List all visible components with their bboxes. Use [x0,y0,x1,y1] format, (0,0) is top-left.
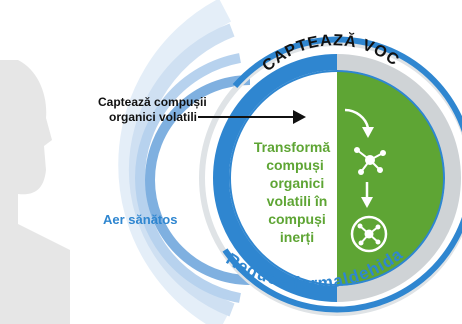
wave-light [135,53,241,303]
inner-line-5: compuși [268,211,326,227]
left-callout-line2: organici volatili [109,110,197,124]
healthy-air-label: Aer sănătos [103,212,177,227]
outer-blue-arc [222,36,462,313]
arrow-down-icon [362,127,374,138]
arrow-down-icon-2 [361,197,373,208]
inner-line-4: volatili în [267,193,328,209]
arrow-right-icon [293,110,306,124]
ring-blue-half [213,54,338,302]
molecule-circle-icon [350,215,388,253]
inner-disk-border [229,70,445,286]
wave-mid [145,75,251,285]
curved-arrow-icon [344,108,370,129]
ring-grey-half [336,54,461,302]
inner-line-2: compuși [266,157,324,173]
head-silhouette [0,60,70,324]
outer-grey-ring [199,40,462,316]
molecule-icon [354,147,386,175]
inner-text: Transformă compuși organici volatili în … [254,139,330,245]
left-callout-line1: Captează compușii [98,95,207,109]
inner-line-3: organici [270,175,324,191]
inner-line-6: inerți [280,229,314,245]
inner-line-1: Transformă [254,139,330,155]
